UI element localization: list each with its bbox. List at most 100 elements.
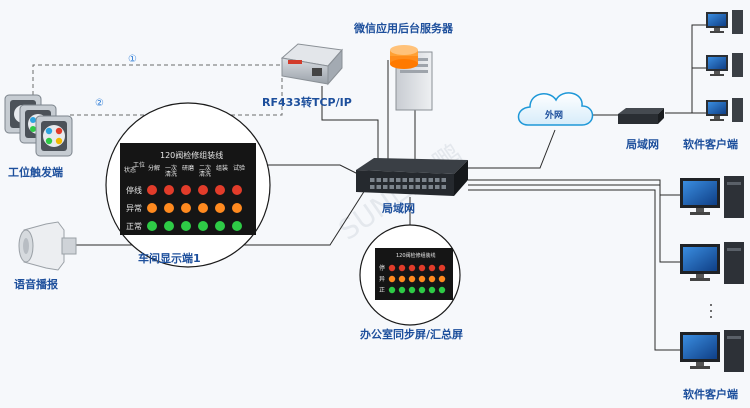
- status-lamp: [232, 221, 242, 231]
- status-lamp: [147, 185, 157, 195]
- internet-label: 外网: [544, 109, 563, 121]
- status-lamp: [198, 203, 208, 213]
- client-pc-icon: [706, 53, 743, 77]
- board-row-label: 异常: [126, 204, 142, 213]
- speaker-icon: [18, 221, 77, 271]
- office-board-title: 120阀检修组装线: [396, 252, 436, 259]
- switch-port: [435, 178, 440, 182]
- office-status-lamp: [428, 275, 436, 283]
- status-lamp: [232, 203, 242, 213]
- marker-1: ①: [128, 54, 137, 65]
- status-lamp: [164, 221, 174, 231]
- switch-port: [396, 185, 401, 189]
- office-status-lamp: [418, 275, 426, 283]
- office-status-lamp: [428, 264, 436, 272]
- workshop-switch-link: [250, 164, 361, 176]
- lan-right-label: 局域网: [625, 137, 659, 151]
- switch-port: [383, 185, 388, 189]
- board-column-label: 研磨: [182, 164, 194, 172]
- status-lamp: [232, 185, 242, 195]
- switch-cloud-link: [468, 129, 556, 169]
- office-row-label: 停: [379, 264, 385, 272]
- board-column-label: 组装: [216, 164, 228, 172]
- office-status-lamp: [428, 286, 436, 294]
- office-status-lamp: [388, 286, 396, 294]
- board-column-label: 清洗: [199, 170, 211, 178]
- office-status-lamp: [418, 264, 426, 272]
- client-top-label: 软件客户端: [683, 137, 738, 151]
- switch-port: [389, 185, 394, 189]
- wireless-link-1: [32, 64, 282, 95]
- network-switch-icon: [356, 158, 468, 196]
- switch-client-5: [468, 184, 680, 263]
- switch-port: [370, 185, 375, 189]
- switch-port: [441, 178, 446, 182]
- board-column-label: 一次: [165, 164, 177, 172]
- status-lamp: [198, 221, 208, 231]
- router-client-1: [665, 24, 710, 114]
- office-status-lamp: [398, 264, 406, 272]
- switch-port: [409, 185, 414, 189]
- switch-port: [370, 178, 375, 182]
- switch-port: [383, 178, 388, 182]
- office-display-group: 120阀检修组装线 停异正: [359, 224, 461, 326]
- cloud-icon: [517, 92, 594, 126]
- board-lamps: [147, 185, 242, 231]
- board-column-label: 清洗: [165, 170, 177, 178]
- lan-switch-label: 局域网: [381, 201, 415, 215]
- client-pc-icon: [706, 98, 743, 122]
- switch-client-6: [468, 189, 680, 351]
- server-label: 微信应用后台服务器: [353, 21, 454, 35]
- status-lamp: [147, 221, 157, 231]
- connection-lines: [32, 24, 710, 351]
- switch-port: [422, 185, 427, 189]
- bottom-client-pcs: [680, 176, 744, 372]
- office-status-lamp: [438, 286, 446, 294]
- board-column-label: 试验: [233, 164, 245, 172]
- switch-port: [415, 185, 420, 189]
- switch-port: [409, 178, 414, 182]
- board-status-header: 状态: [124, 166, 136, 174]
- switch-port: [428, 185, 433, 189]
- switch-client-4: [468, 179, 680, 196]
- office-status-lamp: [388, 275, 396, 283]
- database-icon: [390, 45, 418, 69]
- office-board-lamps: [388, 264, 446, 294]
- status-lamp: [215, 203, 225, 213]
- ellipsis-dots: [710, 304, 712, 318]
- switch-port: [402, 178, 407, 182]
- voice-label: 语音播报: [14, 277, 59, 291]
- client-pc-icon: [680, 242, 744, 284]
- client-pc-icon: [680, 176, 744, 218]
- client-pc-icon: [706, 10, 743, 34]
- board-station-label: 工位: [133, 161, 145, 169]
- status-lamp: [215, 221, 225, 231]
- status-lamp: [181, 185, 191, 195]
- router-icon: [618, 108, 664, 124]
- client-pc-icon: [680, 330, 744, 372]
- trigger-device-icon: [4, 94, 73, 157]
- trigger-label: 工位触发端: [8, 165, 63, 179]
- status-lamp: [198, 185, 208, 195]
- status-lamp: [147, 203, 157, 213]
- workshop-display-group: 120阀检修组装线 状态 工位 分解一次清洗研磨二次清洗组装试验 停线异常正常: [105, 102, 271, 268]
- switch-port: [376, 185, 381, 189]
- board-column-label: 二次: [199, 164, 211, 172]
- switch-port: [441, 185, 446, 189]
- status-lamp: [164, 203, 174, 213]
- status-lamp: [164, 185, 174, 195]
- office-status-lamp: [388, 264, 396, 272]
- rf433-label: RF433转TCP/IP: [262, 95, 352, 109]
- rf433-converter-icon: [280, 43, 343, 86]
- office-status-lamp: [398, 275, 406, 283]
- switch-port: [389, 178, 394, 182]
- switch-port: [402, 185, 407, 189]
- office-status-lamp: [408, 275, 416, 283]
- office-row-label: 异: [379, 276, 385, 283]
- switch-port: [428, 178, 433, 182]
- office-status-lamp: [418, 286, 426, 294]
- status-lamp: [215, 185, 225, 195]
- office-status-lamp: [398, 286, 406, 294]
